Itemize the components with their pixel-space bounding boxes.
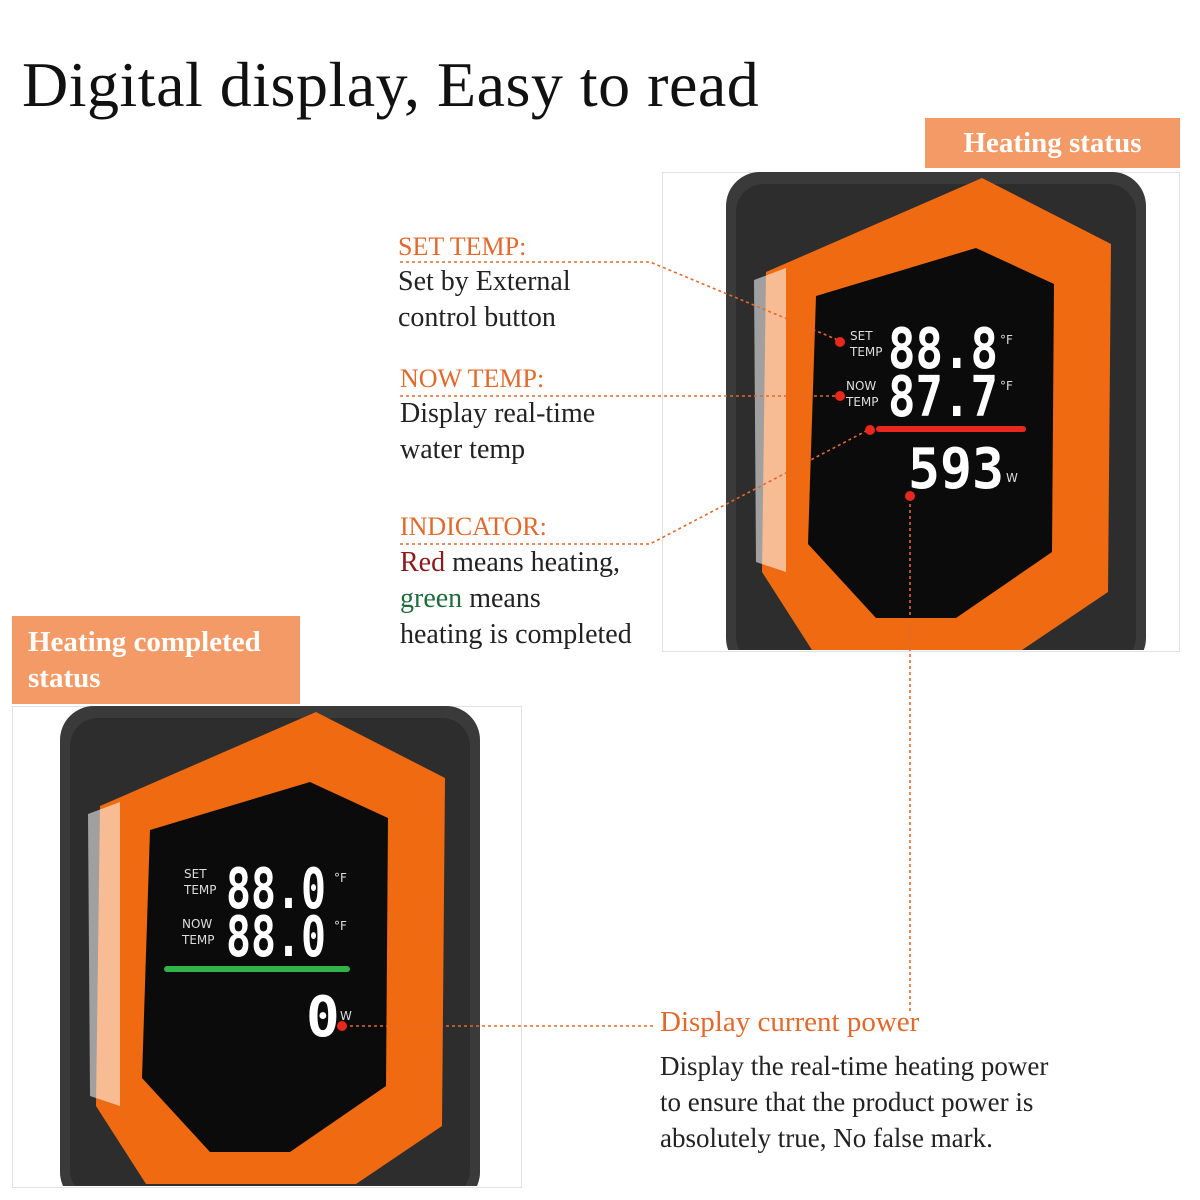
set-temp-callout-title: SET TEMP:	[398, 232, 527, 261]
now-temp-callout-body: Display real-time water temp	[400, 396, 595, 468]
power-callout-line: absolutely true, No false mark.	[660, 1123, 993, 1153]
indicator-callout-line1: Red means heating,	[400, 545, 632, 581]
indicator-callout-body: Red means heating, green means heating i…	[400, 545, 632, 653]
completed-device-illustration: SET TEMP 88.0 °F NOW TEMP 88.0 °F 0 W	[60, 706, 480, 1186]
set-temp-label-2: TEMP	[183, 883, 217, 897]
set-temp-callout-line: control button	[398, 302, 556, 333]
now-temp-label-2: TEMP	[845, 395, 879, 409]
power-dot-completed	[337, 1021, 347, 1031]
indicator-leader	[400, 429, 869, 545]
set-temp-dot	[835, 337, 845, 347]
set-temp-label-2: TEMP	[849, 345, 883, 359]
set-temp-unit: °F	[334, 871, 347, 885]
heating-completed-tag-line2: status	[28, 662, 101, 694]
now-temp-label-1: NOW	[182, 917, 212, 931]
now-temp-unit: °F	[1000, 379, 1013, 393]
set-temp-value: 88.8	[888, 317, 998, 382]
heating-device-illustration: SET TEMP 88.8 °F NOW TEMP 87.7 °F 593 W	[726, 172, 1146, 650]
heating-completed-tag: Heating completed status	[12, 616, 300, 704]
set-temp-label-1: SET	[184, 867, 207, 881]
set-temp-callout-line: Set by External	[398, 266, 571, 297]
now-temp-value: 88.0	[226, 905, 326, 970]
indicator-callout-line2: green means	[400, 581, 632, 617]
power-unit: W	[1006, 471, 1018, 485]
now-temp-value: 87.7	[888, 365, 998, 430]
power-callout-line: Display the real-time heating power	[660, 1051, 1049, 1081]
set-temp-leader	[400, 261, 839, 341]
power-dot-heating	[905, 491, 915, 501]
now-temp-dot	[835, 391, 845, 401]
indicator-dot	[865, 425, 875, 435]
now-temp-callout-line: Display real-time	[400, 398, 596, 429]
indicator-callout-line3: heating is completed	[400, 619, 632, 650]
set-temp-label-1: SET	[850, 329, 873, 343]
bezel-highlight	[88, 802, 120, 1106]
green-word: green	[400, 583, 463, 614]
power-unit: W	[340, 1009, 352, 1023]
now-temp-callout-line: water temp	[400, 434, 526, 465]
set-temp-value: 88.0	[226, 857, 326, 922]
set-temp-callout-body: Set by External control button	[398, 264, 571, 336]
page-title: Digital display, Easy to read	[22, 49, 760, 120]
heating-status-tag: Heating status	[925, 118, 1180, 168]
heating-completed-tag-line1: Heating completed	[28, 626, 261, 658]
indicator-line1-rest: means heating,	[445, 547, 621, 578]
now-temp-label-1: NOW	[846, 379, 876, 393]
set-temp-unit: °F	[1000, 333, 1013, 347]
power-callout-line: to ensure that the product power is	[660, 1087, 1034, 1117]
power-callout-body: Display the real-time heating power to e…	[660, 1048, 1048, 1156]
now-temp-label-2: TEMP	[181, 933, 215, 947]
display-screen	[808, 248, 1054, 618]
indicator-callout-title: INDICATOR:	[400, 512, 547, 541]
now-temp-callout-title: NOW TEMP:	[400, 364, 545, 393]
now-temp-unit: °F	[334, 919, 347, 933]
heating-indicator-bar	[876, 426, 1026, 432]
bezel-highlight	[754, 268, 786, 572]
red-word: Red	[400, 547, 446, 578]
power-value: 593	[908, 437, 1004, 502]
power-value: 0	[306, 985, 340, 1050]
indicator-line2-rest: means	[462, 583, 541, 614]
completed-indicator-bar	[164, 966, 350, 972]
power-callout-title: Display current power	[660, 1006, 920, 1038]
